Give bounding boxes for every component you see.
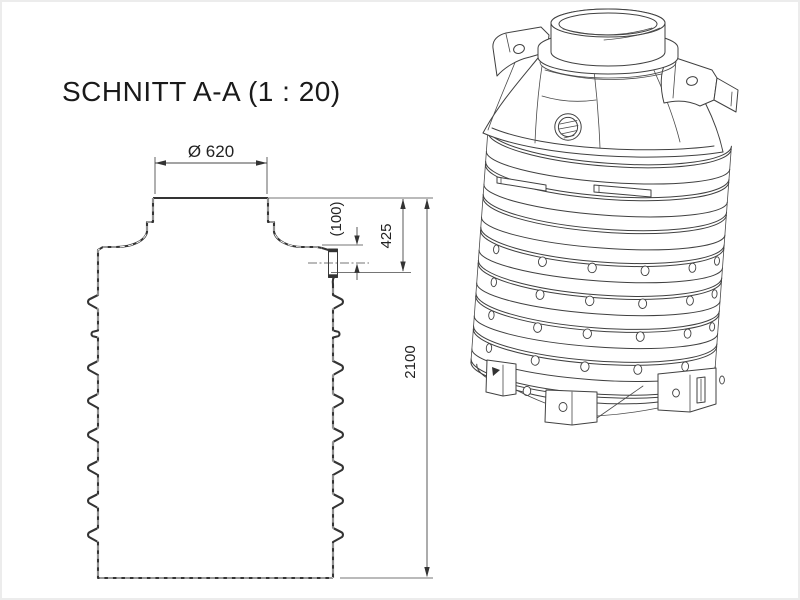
section-left-wall xyxy=(87,198,333,580)
rib-band xyxy=(477,249,723,300)
dim-2100: 2100 xyxy=(268,197,433,579)
rib-band xyxy=(472,315,719,366)
dim2100-label: 2100 xyxy=(402,345,419,378)
dim2100-arrow-top xyxy=(424,198,430,209)
dim100-arrow-up xyxy=(354,263,360,273)
threaded-port xyxy=(554,113,582,141)
foot-center xyxy=(544,389,598,426)
base-connecting-edges xyxy=(515,389,659,417)
groove-slots xyxy=(496,176,652,198)
foot-left xyxy=(485,359,517,397)
foot-right-hole xyxy=(672,388,680,398)
inlet-port-bottom-cap xyxy=(328,274,338,278)
rib-band xyxy=(484,150,731,202)
dim425-label: 425 xyxy=(378,223,395,248)
body-side-edges xyxy=(470,129,732,381)
neck-opening xyxy=(550,8,666,67)
wall-core-dashes xyxy=(97,198,334,579)
dome-radial-lines xyxy=(487,59,681,149)
inlet-port-top-cap xyxy=(328,249,338,253)
port-panel-top-edge xyxy=(541,95,597,102)
neck-outer-rim xyxy=(550,8,666,38)
section-view-title: SCHNITT A-A (1 : 20) xyxy=(62,76,341,107)
foot-left-hole xyxy=(492,367,500,376)
lug-hole-left xyxy=(513,44,525,54)
isometric-view xyxy=(470,8,739,426)
dim-425: 425 xyxy=(331,198,411,273)
rib-band xyxy=(482,183,728,235)
threaded-port-hatch xyxy=(558,120,579,139)
side-flap-right xyxy=(713,77,739,113)
section-view: Ø 620 (100) 425 xyxy=(87,142,433,580)
dim-ref-100: (100) xyxy=(322,201,363,280)
dim425-arrow-bottom xyxy=(400,261,406,272)
lifting-lug-left xyxy=(492,26,550,77)
dim620-label: Ø 620 xyxy=(188,142,234,161)
dim100-label: (100) xyxy=(328,201,345,236)
rib-band xyxy=(475,282,721,333)
inlet-port xyxy=(308,248,369,278)
groove-slot-left xyxy=(496,176,547,192)
foot-center-hole xyxy=(558,402,568,412)
stud-dots xyxy=(485,244,720,405)
dim620-arrow-right xyxy=(256,160,267,166)
dim425-arrow-top xyxy=(400,198,406,209)
foot-right xyxy=(657,367,717,413)
dome-rim-curves xyxy=(482,127,724,158)
groove-slot-right xyxy=(593,184,652,198)
dim2100-arrow-bottom xyxy=(424,567,430,578)
dim-diameter-620: Ø 620 xyxy=(154,142,268,194)
foot-center-gusset xyxy=(571,385,644,426)
rib-band xyxy=(487,127,732,169)
rib-band xyxy=(480,216,726,267)
dim100-arrow-down xyxy=(354,235,360,245)
dim620-arrow-left xyxy=(155,160,166,166)
base-feet xyxy=(485,359,725,426)
neck-inner-detail xyxy=(562,27,661,41)
lug-hole-right xyxy=(686,76,698,86)
lifting-lug-right xyxy=(660,57,739,113)
section-profile xyxy=(87,196,344,580)
foot-right-edge-hole xyxy=(719,375,725,385)
